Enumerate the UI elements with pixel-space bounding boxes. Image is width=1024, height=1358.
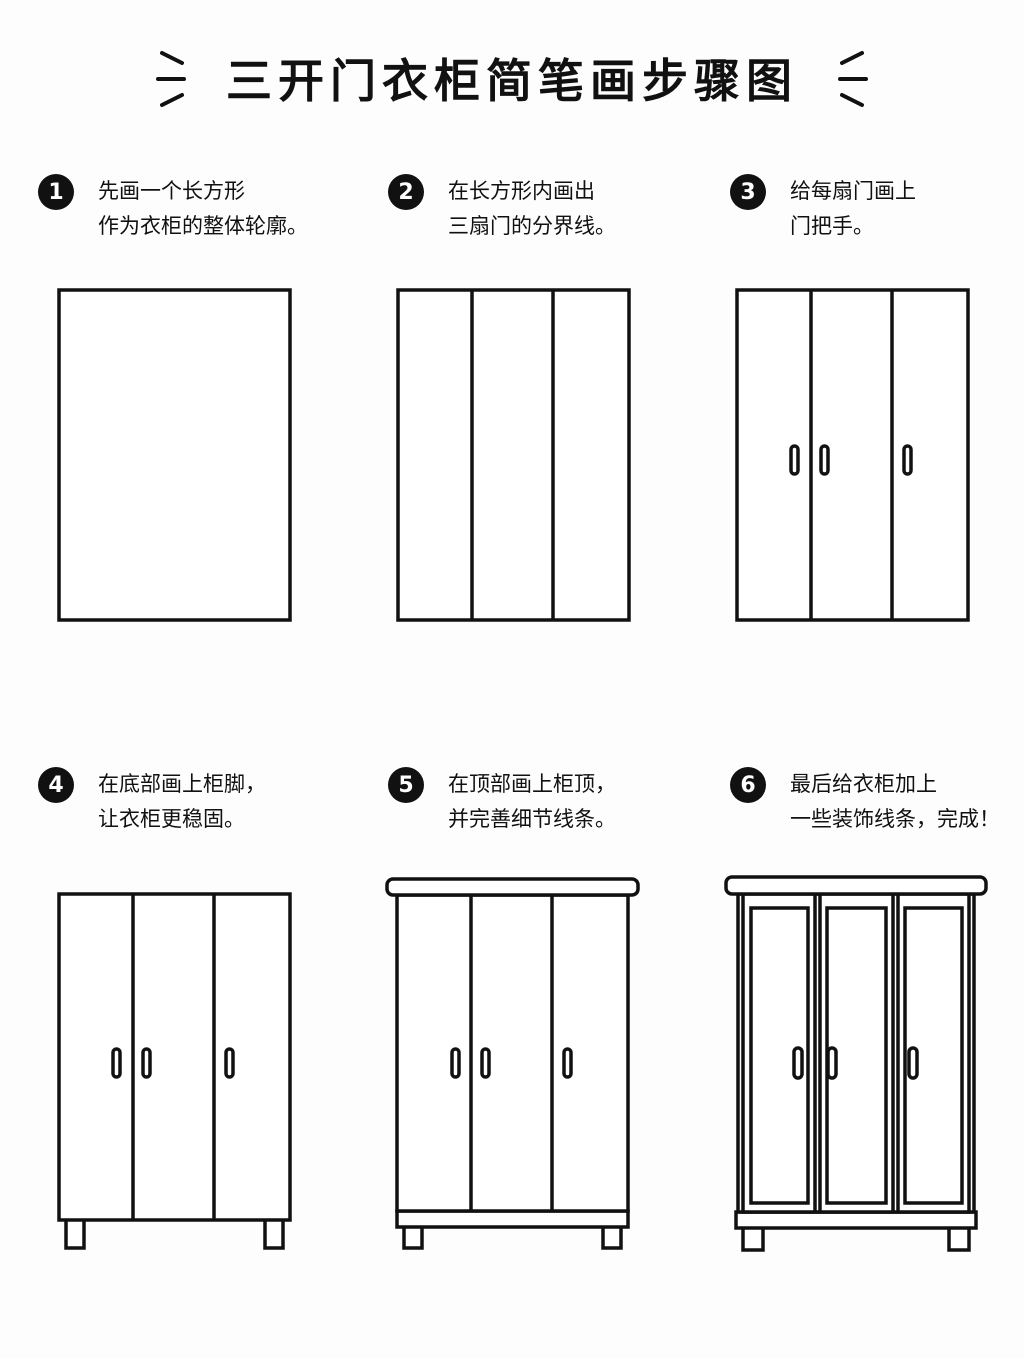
- page-title: 三开门衣柜简笔画步骤图: [226, 54, 798, 108]
- door-handle: [450, 1047, 461, 1079]
- wardrobe-base: [734, 1210, 978, 1230]
- step-description: 在顶部画上柜顶， 并完善细节线条。: [448, 767, 616, 837]
- door-handle: [480, 1047, 491, 1079]
- step-line-1: 给每扇门画上: [790, 179, 916, 203]
- step-line-2: 作为衣柜的整体轮廓。: [98, 214, 308, 238]
- step-number-badge: 6: [730, 767, 766, 803]
- step-line-2: 一些装饰线条，完成！: [790, 807, 1000, 831]
- step-line-2: 让衣柜更稳固。: [98, 807, 245, 831]
- step-line-1: 在长方形内画出: [448, 179, 595, 203]
- step-description: 在长方形内画出 三扇门的分界线。: [448, 174, 616, 244]
- step-line-1: 在顶部画上柜顶，: [448, 772, 616, 796]
- wardrobe-outline: [57, 288, 292, 622]
- sparkle-lines-icon: [156, 51, 186, 107]
- step-line-1: 先画一个长方形: [98, 179, 245, 203]
- door-handle: [792, 1046, 804, 1080]
- door-handle: [224, 1047, 235, 1079]
- step-line-1: 在底部画上柜脚，: [98, 772, 266, 796]
- step-description: 先画一个长方形 作为衣柜的整体轮廓。: [98, 174, 308, 244]
- step-description: 在底部画上柜脚， 让衣柜更稳固。: [98, 767, 266, 837]
- step-line-1: 最后给衣柜加上: [790, 772, 937, 796]
- door-handle: [907, 1046, 919, 1080]
- door-handle: [902, 444, 913, 476]
- step-line-2: 三扇门的分界线。: [448, 214, 616, 238]
- title-row: 三开门衣柜简笔画步骤图: [0, 38, 1024, 118]
- step-number-badge: 2: [388, 174, 424, 210]
- wardrobe-outline: [396, 288, 631, 622]
- door-handle: [562, 1047, 573, 1079]
- step-number-badge: 5: [388, 767, 424, 803]
- door-handle: [819, 444, 830, 476]
- step-description: 最后给衣柜加上 一些装饰线条，完成！: [790, 767, 1000, 837]
- wardrobe-leg: [741, 1225, 765, 1252]
- step-number-badge: 4: [38, 767, 74, 803]
- door-handle: [789, 444, 800, 476]
- step-description: 给每扇门画上 门把手。: [790, 174, 916, 244]
- door-handle: [141, 1047, 152, 1079]
- wardrobe-body: [395, 893, 630, 1213]
- step-line-2: 并完善细节线条。: [448, 807, 616, 831]
- door-handle: [826, 1046, 838, 1080]
- wardrobe-top: [724, 875, 988, 896]
- wardrobe-outline: [735, 288, 970, 622]
- step-number-badge: 3: [730, 174, 766, 210]
- step-number-badge: 1: [38, 174, 74, 210]
- sparkle-lines-icon: [838, 51, 868, 107]
- wardrobe-outline: [57, 892, 292, 1222]
- wardrobe-leg: [947, 1225, 971, 1252]
- wardrobe-top: [385, 877, 640, 897]
- door-handle: [111, 1047, 122, 1079]
- step-line-2: 门把手。: [790, 214, 874, 238]
